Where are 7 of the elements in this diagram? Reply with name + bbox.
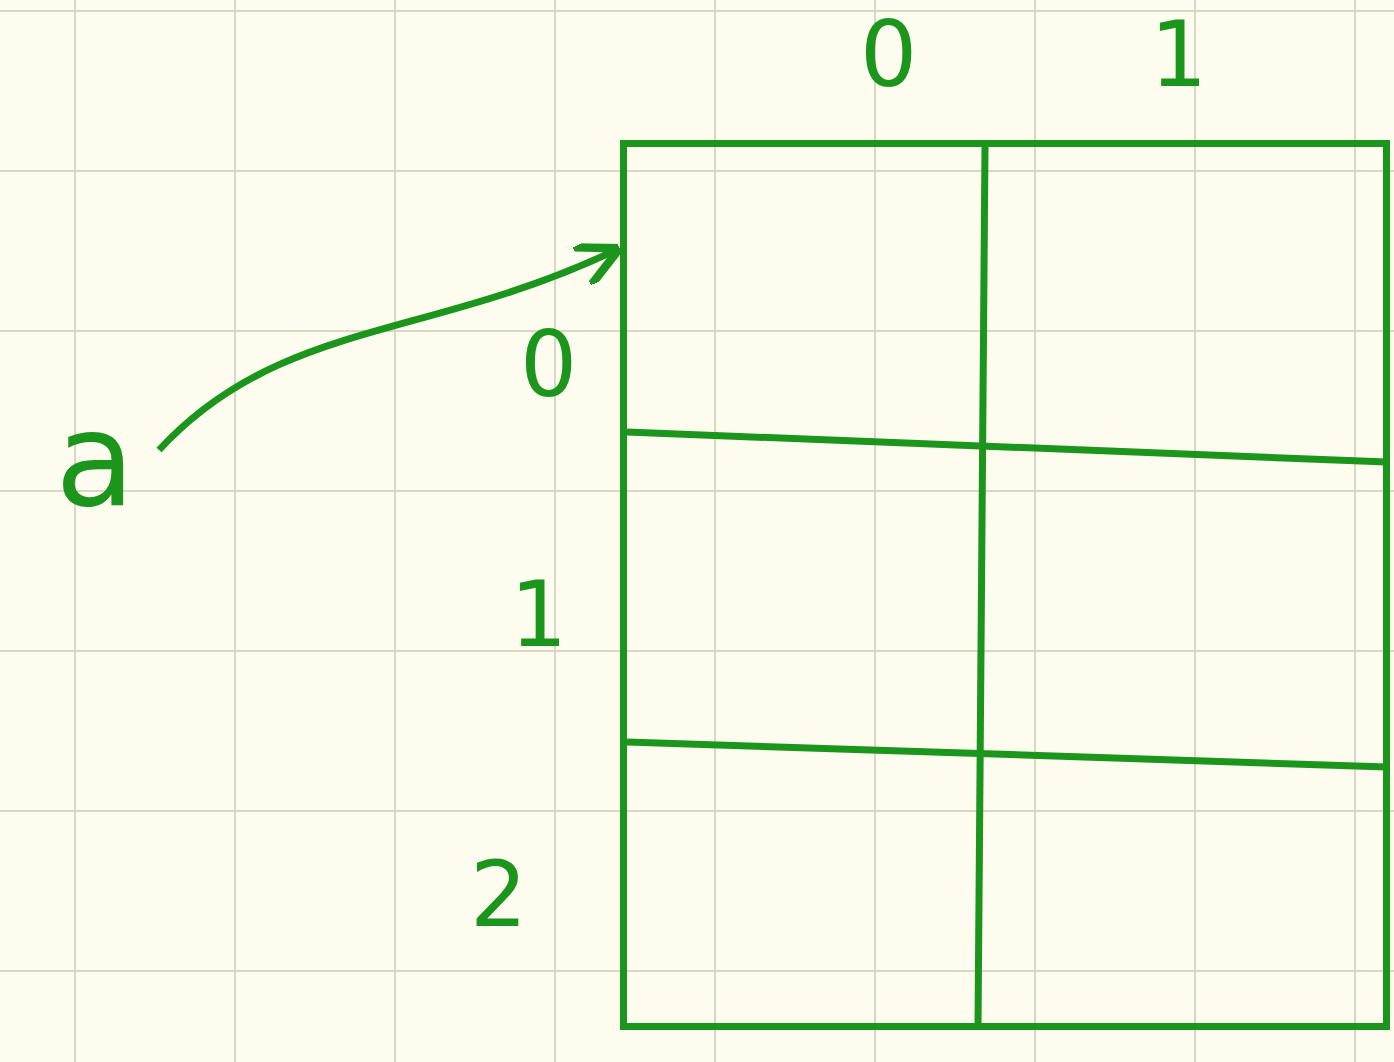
column-index: 0 [860, 10, 918, 100]
variable-name: a [35, 405, 155, 535]
row-index: 1 [510, 570, 568, 660]
column-index: 1 [1150, 10, 1208, 100]
row-index: 2 [470, 850, 528, 940]
array-grid [620, 140, 1390, 1030]
row-index: 0 [520, 320, 578, 410]
